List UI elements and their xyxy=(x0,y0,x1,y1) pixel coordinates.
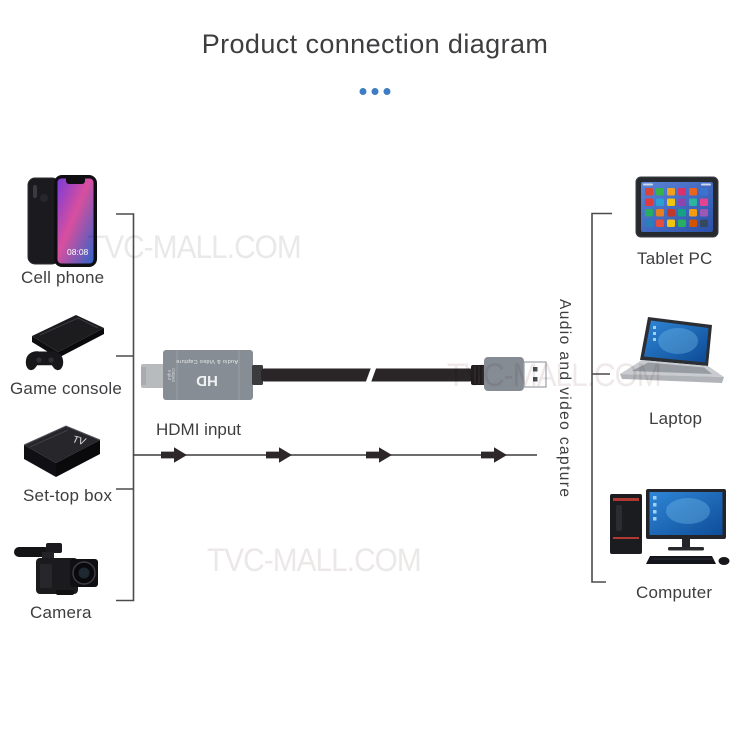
hdmi-input-label: HDMI input xyxy=(156,420,242,439)
set-top-box-image: TV xyxy=(23,425,101,477)
phone-fingerprint-icon xyxy=(40,194,48,202)
pc-tower xyxy=(610,494,642,554)
gamepad-stick xyxy=(36,357,42,363)
pc-tower-trim xyxy=(613,498,639,501)
pc-monitor-stand xyxy=(682,539,690,547)
tablet-pc-image xyxy=(635,176,719,238)
settop-edge xyxy=(23,425,101,446)
phone-screen xyxy=(57,178,94,264)
settop-top xyxy=(24,426,100,463)
flow-arrow-icon xyxy=(266,447,292,463)
pc-desktop-icon xyxy=(653,517,657,521)
phone-clock-text: 08:08 xyxy=(67,247,89,257)
pc-desktop-icon xyxy=(653,496,657,500)
left-bracket-ticks xyxy=(116,355,134,490)
laptop-screen xyxy=(644,320,709,363)
gamepad-icon xyxy=(25,351,64,371)
audio-video-capture-label: Audio and video capture xyxy=(556,299,573,499)
right-devices-bracket xyxy=(591,212,612,583)
console-top xyxy=(32,315,104,352)
device-label-computer: Computer xyxy=(636,583,713,602)
phone-notch xyxy=(66,178,85,184)
tablet-app-grid xyxy=(645,188,708,227)
output-port-label: Output xyxy=(171,368,176,382)
camera-mount xyxy=(42,552,54,562)
camera-grip xyxy=(40,564,52,588)
gamepad-stick xyxy=(48,357,54,363)
watermark-text: TVC-MALL.COM xyxy=(207,542,422,578)
device-label-laptop: Laptop xyxy=(649,409,703,428)
pc-tower-trim xyxy=(613,537,639,539)
laptop-image xyxy=(620,317,724,383)
hdmi-plug-icon xyxy=(141,364,165,388)
settop-side xyxy=(56,440,100,477)
cell-phone-image: 08:08 xyxy=(27,175,97,267)
camera-base xyxy=(56,590,74,595)
pc-monitor-base xyxy=(668,547,704,551)
dot-icon xyxy=(359,88,367,95)
camera-mic xyxy=(14,547,50,557)
laptop-keyboard xyxy=(632,362,712,374)
device-label-tablet-pc: Tablet PC xyxy=(637,249,713,268)
device-label-set-top-box: Set-top box xyxy=(23,486,113,505)
phone-camera-icon xyxy=(33,185,37,198)
console-side xyxy=(58,328,104,358)
pc-desktop-icon xyxy=(653,510,657,514)
device-label-game-console: Game console xyxy=(10,379,123,398)
camera-lens-glass xyxy=(78,567,90,579)
console-highlight xyxy=(39,317,99,336)
page-title: Product connection diagram xyxy=(201,29,549,59)
left-devices-bracket xyxy=(116,213,135,602)
cable-highlight xyxy=(364,362,378,388)
product-image: Input Output Audio & Video Capture HD xyxy=(141,350,547,400)
tablet-statusbar xyxy=(701,183,711,186)
capture-device-body: Input Output Audio & Video Capture HD xyxy=(163,350,253,400)
pc-monitor-screen xyxy=(649,492,723,535)
laptop-desktop-icon xyxy=(653,338,656,341)
flow-arrow-icon xyxy=(161,447,187,463)
camera-viewfinder xyxy=(46,543,62,553)
flow-arrow-icon xyxy=(366,447,392,463)
device-label-camera: Camera xyxy=(30,603,92,622)
input-port-label: Input xyxy=(167,370,172,381)
body-caption-text: Audio & Video Capture xyxy=(176,358,238,364)
settop-seam xyxy=(29,429,69,448)
pc-desktop-icon xyxy=(653,503,657,507)
laptop-desktop-icon xyxy=(653,332,656,335)
usb-cable xyxy=(261,368,473,382)
usb-plug-icon xyxy=(484,357,547,391)
computer-image xyxy=(610,489,730,565)
pc-mouse xyxy=(718,557,730,565)
watermark-text: TVC-MALL.COM xyxy=(447,357,662,393)
dot-icon xyxy=(371,88,379,95)
dot-icon xyxy=(383,88,391,95)
pc-tower-vent xyxy=(616,505,622,531)
tablet-statusbar xyxy=(643,183,653,186)
body-cable-joint xyxy=(252,365,263,385)
settop-front xyxy=(24,445,56,477)
title-underline-dots xyxy=(359,88,391,95)
laptop-desktop-icon xyxy=(653,326,656,329)
laptop-wallpaper-glow xyxy=(658,328,698,354)
laptop-front-edge xyxy=(620,374,724,383)
hd-logo-text: HD xyxy=(196,372,218,389)
flow-arrow-icon xyxy=(481,447,507,463)
game-console-image xyxy=(25,315,104,371)
camera-image xyxy=(14,543,98,595)
watermark-text: TVC-MALL.COM xyxy=(87,229,302,265)
device-label-cell-phone: Cell phone xyxy=(21,268,105,287)
pc-wallpaper-glow xyxy=(666,498,710,524)
pc-keyboard xyxy=(646,556,716,564)
settop-tv-text: TV xyxy=(71,434,87,448)
